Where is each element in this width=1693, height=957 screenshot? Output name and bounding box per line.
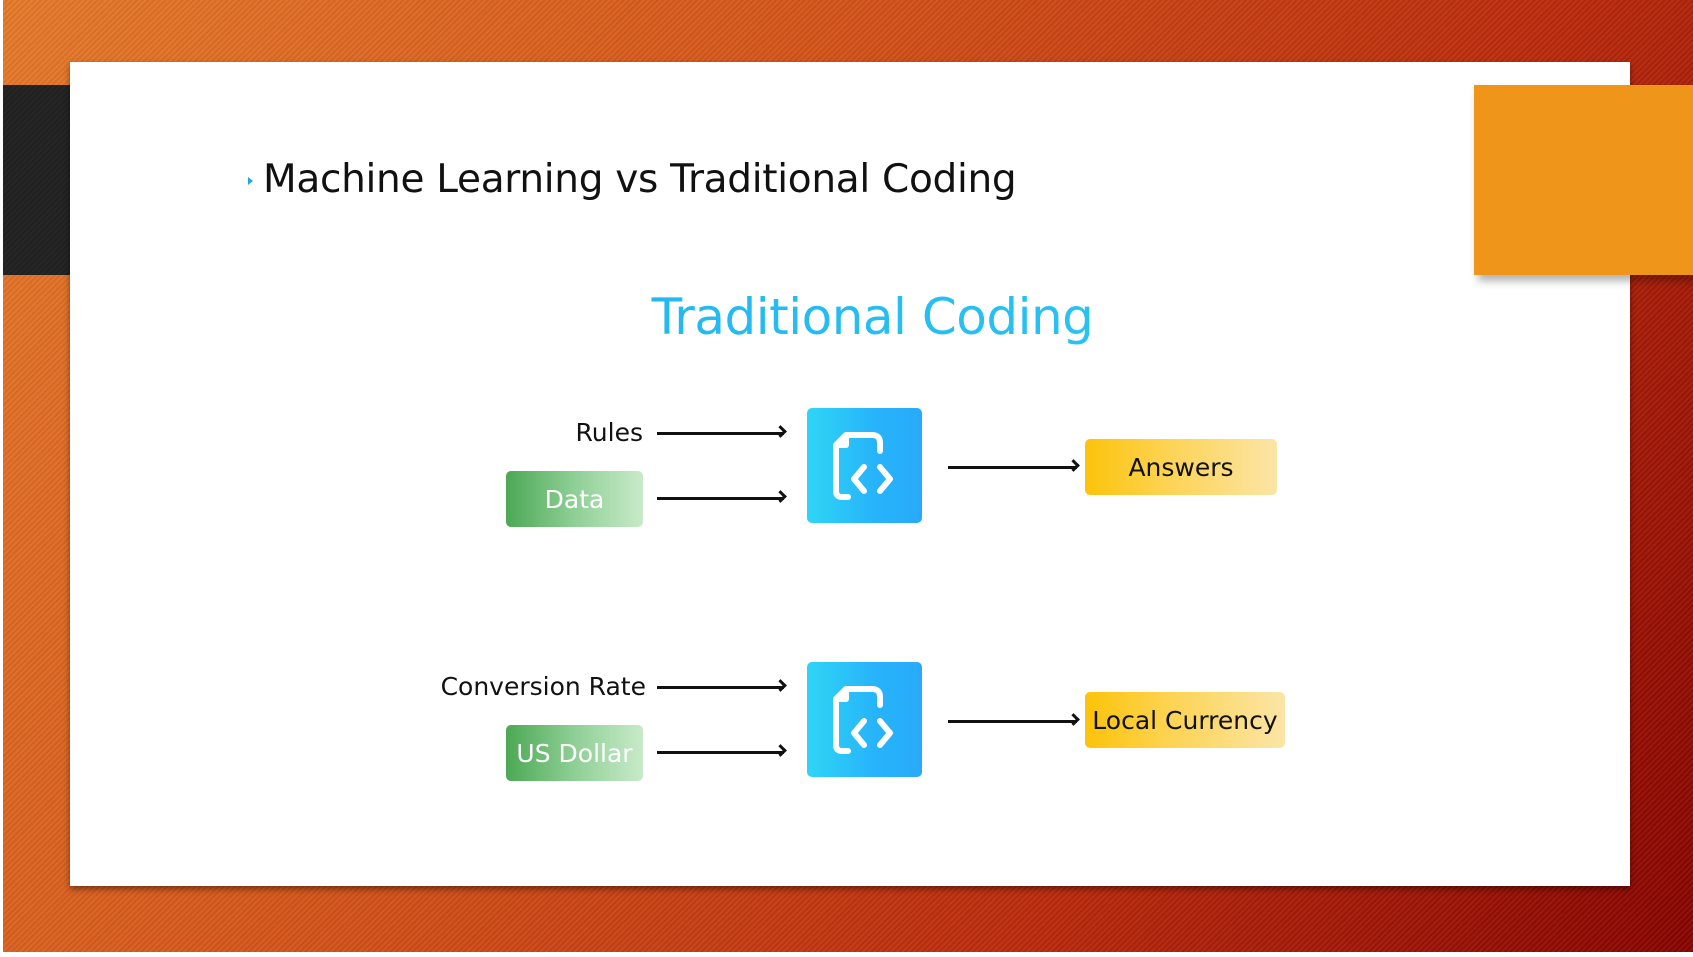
orange-accent-block	[1474, 85, 1693, 275]
slide-title: Machine Learning vs Traditional Coding	[248, 154, 1017, 204]
code-process-tile	[807, 662, 922, 777]
arrow-icon	[948, 720, 1077, 723]
code-file-icon	[832, 685, 893, 754]
local-currency-output-box: Local Currency	[1085, 692, 1285, 748]
arrow-icon	[657, 432, 784, 435]
us-dollar-input-box: US Dollar	[506, 725, 643, 781]
conversion-rate-label: Conversion Rate	[440, 672, 646, 701]
rules-label: Rules	[575, 418, 643, 447]
code-process-tile	[807, 408, 922, 523]
answers-output-box: Answers	[1085, 439, 1277, 495]
dark-accent-bar	[3, 85, 70, 275]
arrow-icon	[657, 686, 784, 689]
arrow-icon	[948, 466, 1077, 469]
bullet-icon	[248, 177, 253, 185]
diagram-heading: Traditional Coding	[0, 288, 1693, 346]
code-file-icon	[832, 431, 893, 500]
arrow-icon	[657, 497, 784, 500]
arrow-icon	[657, 751, 784, 754]
data-input-box: Data	[506, 471, 643, 527]
slide-title-text: Machine Learning vs Traditional Coding	[263, 156, 1017, 202]
